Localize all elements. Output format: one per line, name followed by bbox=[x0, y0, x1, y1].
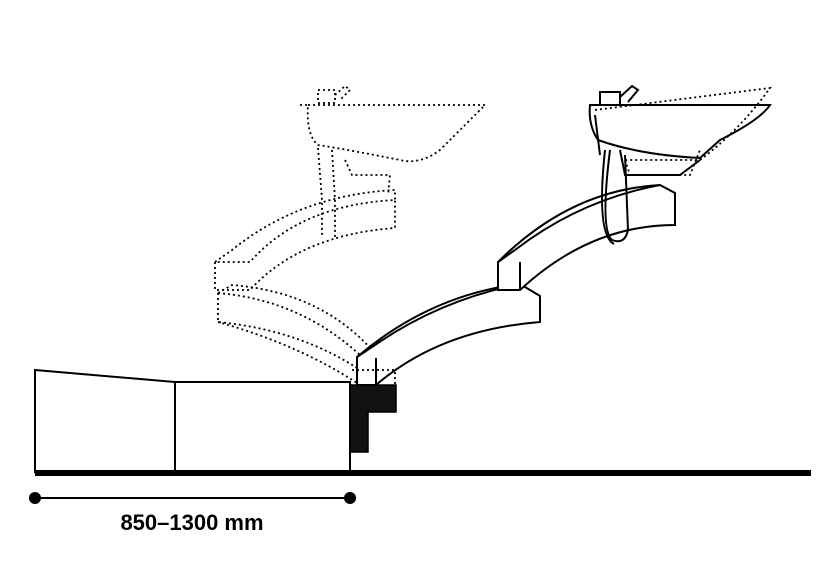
hose bbox=[604, 149, 630, 243]
retracted-lower-arm bbox=[217, 292, 361, 387]
extended-arm bbox=[356, 183, 676, 386]
dimension-label: 850–1300 mm bbox=[120, 510, 263, 535]
retracted-upper-arm bbox=[214, 199, 396, 291]
extended-basin-group bbox=[588, 84, 772, 245]
retracted-faucet-icon bbox=[317, 84, 352, 104]
dimension-start-dot bbox=[29, 492, 41, 504]
chair bbox=[34, 368, 351, 473]
chair-seat bbox=[174, 381, 351, 473]
floor-line bbox=[35, 470, 811, 476]
dimension: 850–1300 mm bbox=[29, 492, 356, 535]
extended-faucet-icon bbox=[599, 91, 621, 106]
mount-bracket bbox=[349, 384, 397, 453]
extended-basin bbox=[588, 104, 772, 160]
wall-mount bbox=[349, 369, 397, 453]
dimension-end-dot bbox=[344, 492, 356, 504]
extended-upper-arm bbox=[497, 183, 676, 291]
extended-lower-arm bbox=[356, 282, 541, 386]
chair-backrest bbox=[34, 368, 176, 473]
retracted-basin bbox=[306, 104, 488, 163]
retracted-post bbox=[317, 147, 336, 238]
